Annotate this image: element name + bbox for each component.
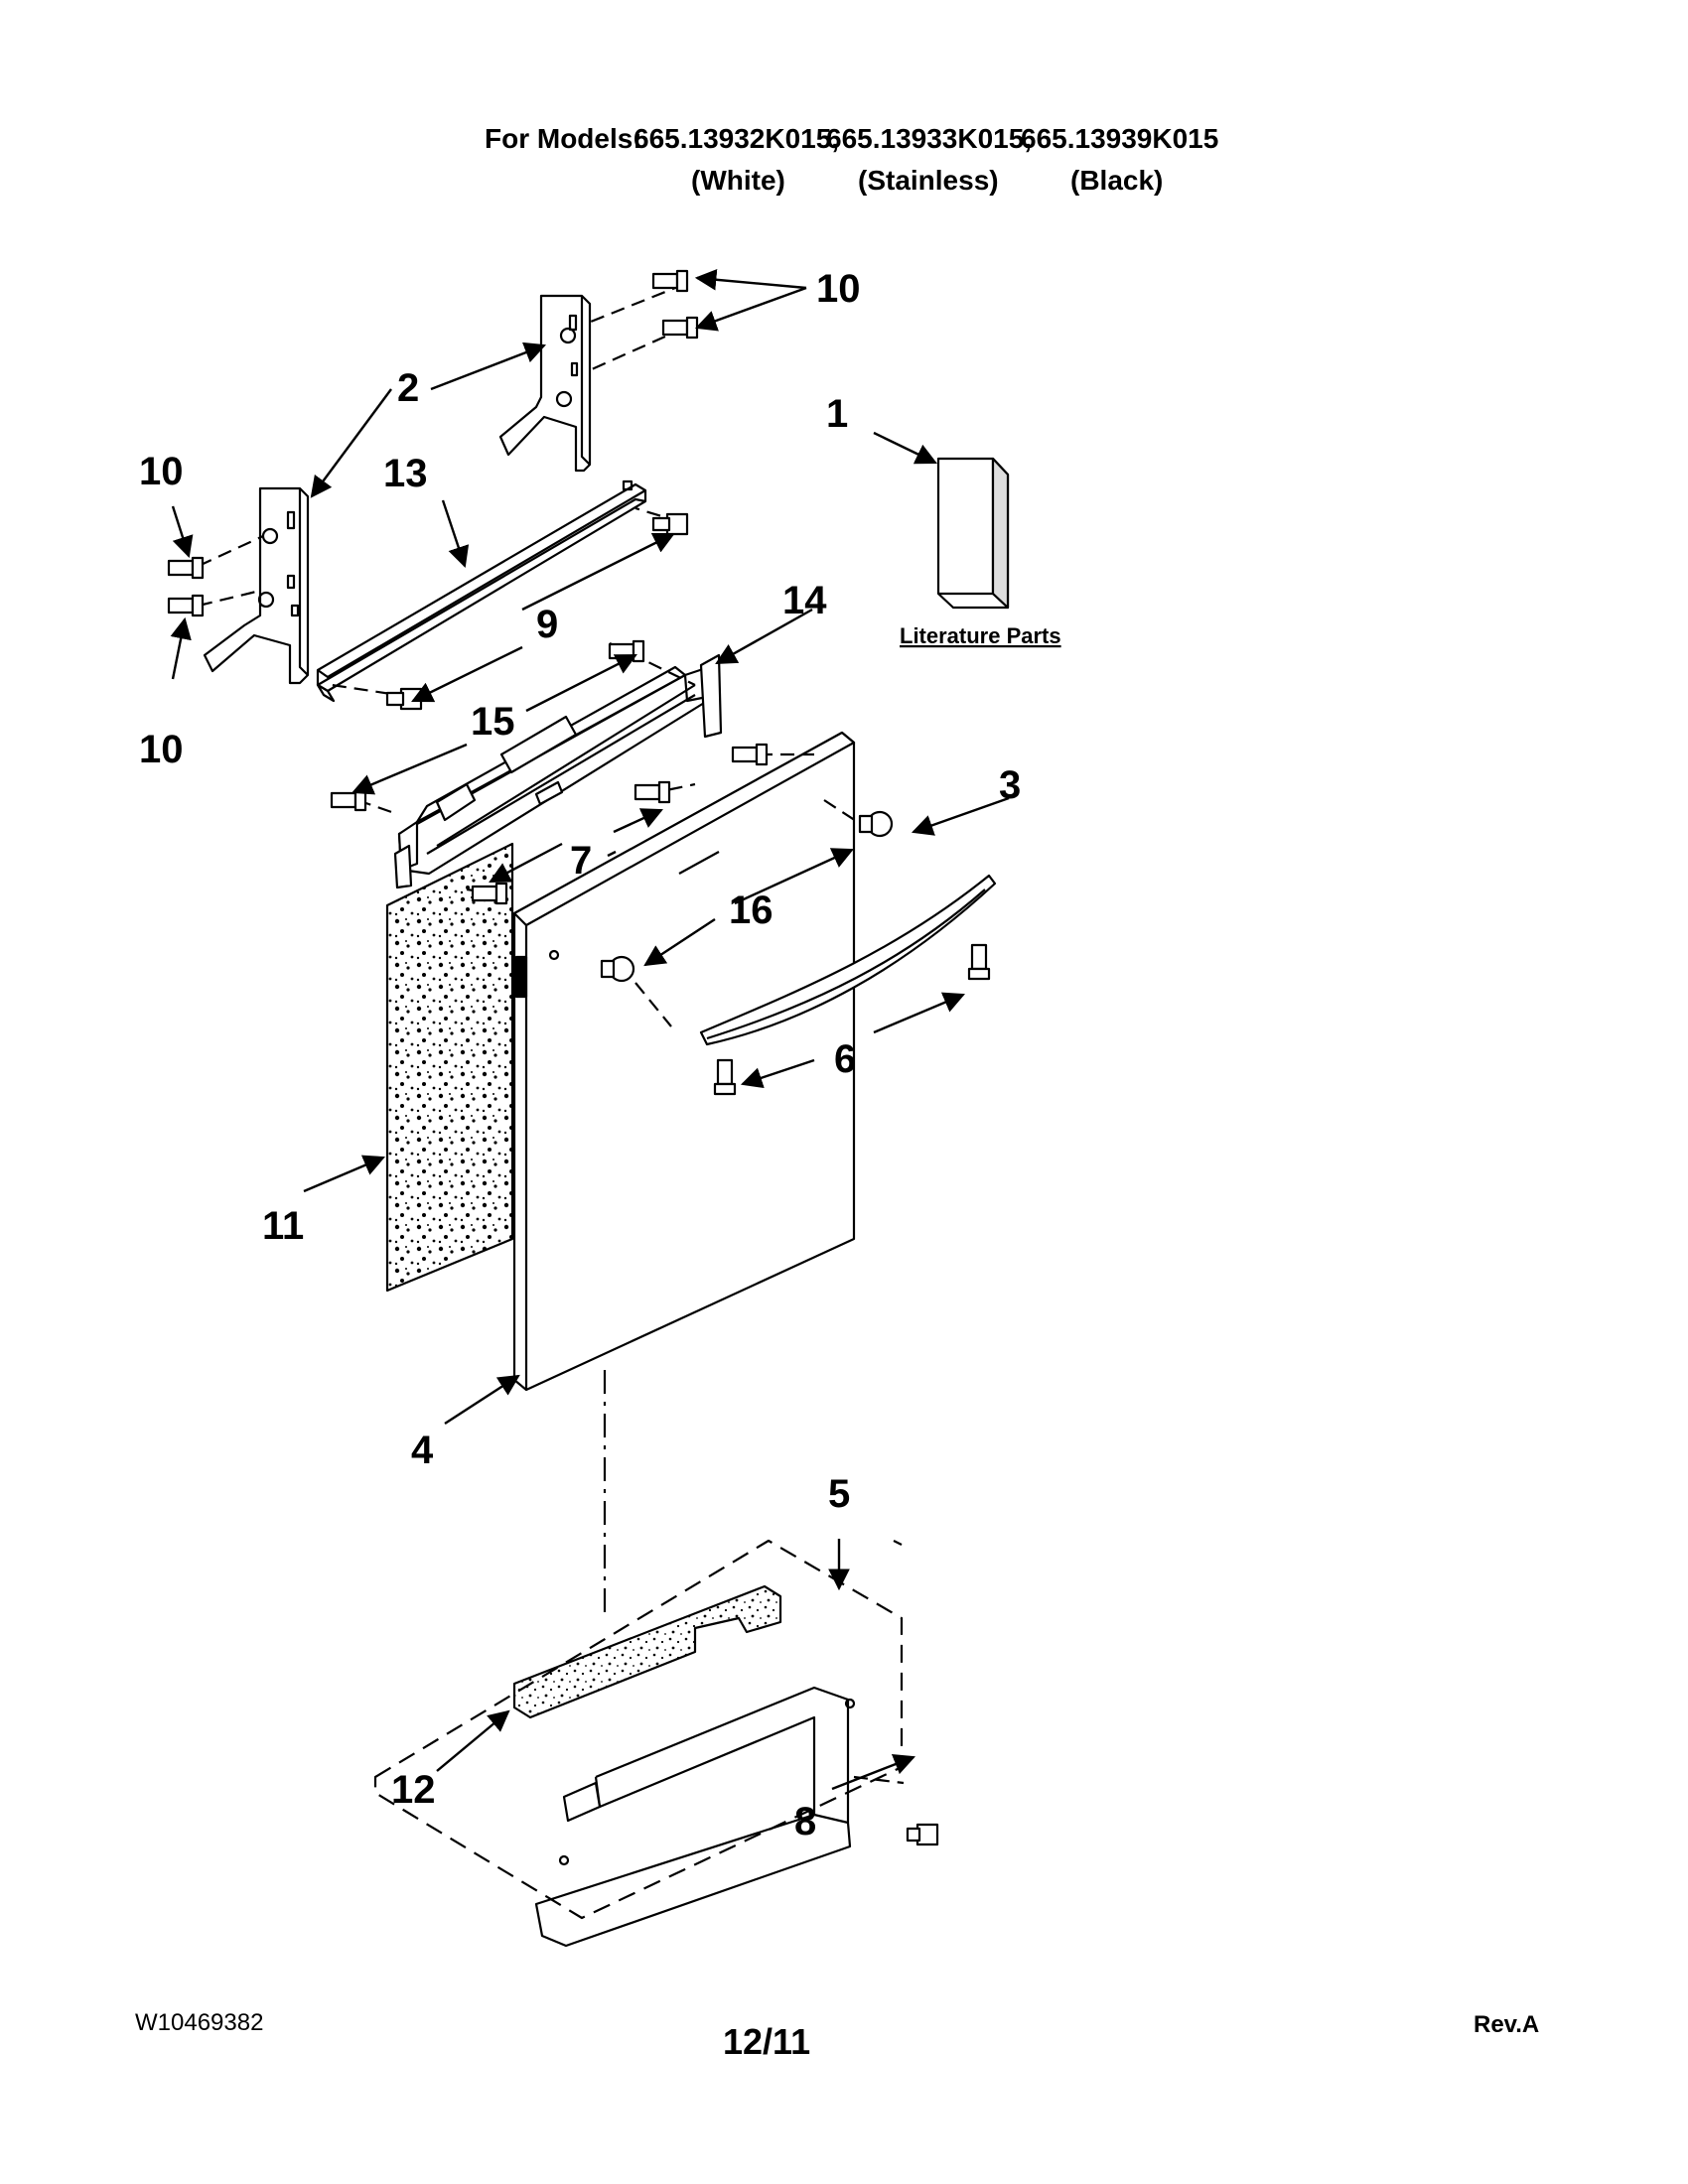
callout-13: 13 xyxy=(383,452,428,495)
literature-booklet xyxy=(936,457,1010,610)
finish-black: (Black) xyxy=(1070,165,1164,196)
callout-10-top: 10 xyxy=(816,267,861,311)
callout-2: 2 xyxy=(397,366,419,410)
model-number-black: 665.13939K015 xyxy=(1021,123,1219,154)
callout-14: 14 xyxy=(782,579,827,622)
revision-label: Rev.A xyxy=(1474,2011,1540,2038)
door-rail-13 xyxy=(316,479,647,703)
finish-stainless: (Stainless) xyxy=(858,165,999,196)
callout-10-left-upper: 10 xyxy=(139,450,184,493)
finish-white: (White) xyxy=(691,165,785,196)
callout-10-left-lower: 10 xyxy=(139,728,184,771)
callout-8: 8 xyxy=(794,1800,816,1843)
model-number-white: 665.13932K015, xyxy=(633,123,840,154)
handle-spacers-16 xyxy=(600,810,894,983)
toe-panel-assembly-5 xyxy=(512,1584,856,1948)
callout-16: 16 xyxy=(729,888,774,932)
models-prefix: For Models: xyxy=(485,123,642,154)
control-panel-assembly-14 xyxy=(393,653,723,889)
callout-9: 9 xyxy=(536,603,558,646)
door-handle-6 xyxy=(699,874,997,1046)
callout-4: 4 xyxy=(411,1429,434,1472)
callout-15: 15 xyxy=(471,700,515,744)
callout-6: 6 xyxy=(834,1037,856,1081)
door-insulation-11 xyxy=(385,842,514,1293)
leader-arrows xyxy=(170,269,1010,1791)
callout-1: 1 xyxy=(826,392,848,436)
callout-7: 7 xyxy=(570,839,592,883)
callout-3: 3 xyxy=(999,763,1021,807)
document-number: W10469382 xyxy=(135,2009,264,2036)
left-mounting-bracket xyxy=(203,486,310,685)
toe-panel-dashed-outline xyxy=(373,1539,904,1920)
screws xyxy=(167,269,991,1846)
callout-5: 5 xyxy=(828,1472,850,1516)
callout-11: 11 xyxy=(262,1204,304,1248)
revision-date: 12/11 xyxy=(723,2021,811,2062)
callout-12: 12 xyxy=(391,1768,436,1812)
literature-parts-label: Literature Parts xyxy=(900,623,1061,648)
door-outer-panel-4 xyxy=(512,731,856,1392)
right-mounting-bracket xyxy=(498,294,592,473)
model-number-stainless: 665.13933K015, xyxy=(826,123,1033,154)
